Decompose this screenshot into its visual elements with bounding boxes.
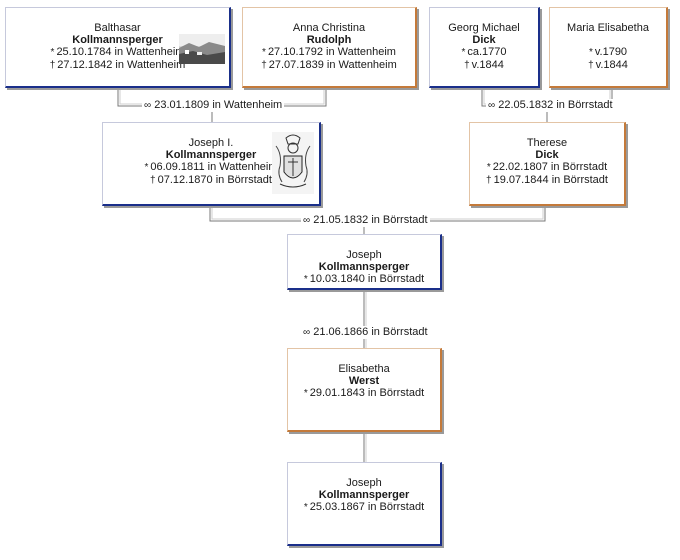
person-card-anna[interactable]: Anna Christina Rudolph *27.10.1792 in Wa… — [242, 7, 417, 88]
person-card-balthasar[interactable]: Balthasar Kollmannsperger *25.10.1784 in… — [5, 7, 231, 88]
given-name: Elisabetha — [338, 363, 390, 375]
birth-line: *29.01.1843 in Börrstadt — [288, 387, 440, 400]
marriage-rings-icon: ∞ — [303, 327, 310, 338]
death-symbol: † — [588, 60, 594, 71]
surname: Werst — [348, 375, 380, 387]
birth-line: *27.10.1792 in Wattenheim — [243, 46, 415, 59]
birth-symbol: * — [144, 162, 149, 173]
death-date: 19.07.1844 in Börrstadt — [493, 174, 608, 186]
marriage-label-georg-maria: ∞ 22.05.1832 in Börrstadt — [486, 99, 615, 112]
death-line: †v.1844 — [430, 59, 538, 72]
marriage-label-joseph-therese: ∞ 21.05.1832 in Börrstadt — [301, 214, 430, 227]
birth-date: 25.10.1784 in Wattenheim — [56, 46, 185, 58]
surname: Kollmannsperger — [72, 34, 163, 46]
marriage-date: 23.01.1809 in Wattenheim — [154, 99, 283, 111]
landscape-photo-icon — [179, 34, 225, 64]
birth-symbol: * — [588, 47, 593, 58]
death-symbol: † — [486, 175, 492, 186]
person-card-joseph-ii[interactable]: Joseph Kollmannsperger *10.03.1840 in Bö… — [287, 234, 442, 290]
surname: Kollmannsperger — [318, 489, 410, 501]
death-date: v.1844 — [471, 59, 504, 71]
death-line: †27.07.1839 in Wattenheim — [243, 59, 415, 72]
marriage-date: 21.06.1866 in Börrstadt — [313, 326, 428, 338]
person-card-elisabetha[interactable]: Elisabetha Werst *29.01.1843 in Börrstad… — [287, 348, 442, 432]
spacer-line — [550, 34, 666, 46]
birth-symbol: * — [303, 274, 308, 285]
birth-symbol: * — [486, 162, 491, 173]
birth-date: 27.10.1792 in Wattenheim — [267, 46, 396, 58]
person-card-georg[interactable]: Georg Michael Dick *ca.1770 †v.1844 — [429, 7, 540, 88]
marriage-label-balthasar-anna: ∞ 23.01.1809 in Wattenheim — [142, 99, 285, 112]
given-name: Balthasar — [94, 22, 141, 34]
given-name: Joseph — [346, 477, 382, 489]
person-card-joseph-iii[interactable]: Joseph Kollmannsperger *25.03.1867 in Bö… — [287, 462, 442, 546]
birth-date: 29.01.1843 in Börrstadt — [309, 387, 425, 399]
death-date: v.1844 — [595, 59, 628, 71]
person-card-therese[interactable]: Therese Dick *22.02.1807 in Börrstadt †1… — [469, 122, 626, 206]
death-line: †19.07.1844 in Börrstadt — [470, 174, 624, 187]
birth-line: *25.03.1867 in Börrstadt — [288, 501, 440, 514]
birth-date: ca.1770 — [467, 46, 507, 58]
person-card-maria[interactable]: Maria Elisabetha *v.1790 †v.1844 — [549, 7, 668, 88]
surname: Rudolph — [306, 34, 352, 46]
given-name: Anna Christina — [292, 22, 366, 34]
birth-line: *v.1790 — [550, 46, 666, 59]
death-date: 07.12.1870 in Börrstadt — [157, 174, 272, 186]
surname: Kollmannsperger — [165, 149, 257, 161]
marriage-rings-icon: ∞ — [144, 100, 151, 111]
surname: Kollmannsperger — [318, 261, 410, 273]
death-date: 27.07.1839 in Wattenheim — [268, 59, 397, 71]
death-symbol: † — [261, 60, 267, 71]
death-line: †v.1844 — [550, 59, 666, 72]
marriage-date: 21.05.1832 in Börrstadt — [313, 214, 428, 226]
death-symbol: † — [49, 60, 56, 71]
surname: Dick — [472, 34, 496, 46]
death-line: †27.12.1842 in Wattenheim — [6, 59, 229, 72]
surname: Dick — [535, 149, 559, 161]
death-line: †07.12.1870 in Börrstadt — [103, 174, 319, 187]
birth-symbol: * — [303, 502, 308, 513]
death-symbol: † — [150, 175, 156, 186]
birth-line: *10.03.1840 in Börrstadt — [288, 273, 440, 286]
person-card-joseph-i[interactable]: Joseph I. Kollmannsperger *06.09.1811 in… — [102, 122, 321, 206]
birth-date: 22.02.1807 in Börrstadt — [492, 161, 608, 173]
given-name: Joseph I. — [188, 137, 234, 149]
birth-line: *06.09.1811 in Wattenheim — [103, 161, 319, 174]
marriage-rings-icon: ∞ — [303, 215, 310, 226]
marriage-rings-icon: ∞ — [488, 100, 495, 111]
given-name: Maria Elisabetha — [567, 22, 649, 34]
death-date: 27.12.1842 in Wattenheim — [57, 59, 186, 71]
birth-symbol: * — [303, 388, 308, 399]
birth-line: *25.10.1784 in Wattenheim — [6, 46, 229, 59]
birth-symbol: * — [262, 47, 266, 58]
marriage-label-joseph-elisabetha: ∞ 21.06.1866 in Börrstadt — [301, 326, 430, 339]
coat-of-arms-icon — [272, 132, 314, 194]
birth-symbol: * — [461, 47, 466, 58]
birth-date: 25.03.1867 in Börrstadt — [309, 501, 425, 513]
given-name: Therese — [526, 137, 568, 149]
birth-symbol: * — [50, 47, 55, 58]
given-name: Georg Michael — [448, 22, 520, 34]
birth-date: 06.09.1811 in Wattenheim — [150, 161, 278, 173]
birth-date: v.1790 — [594, 46, 628, 58]
death-symbol: † — [464, 60, 470, 71]
birth-line: *22.02.1807 in Börrstadt — [470, 161, 624, 174]
marriage-date: 22.05.1832 in Börrstadt — [498, 99, 613, 111]
birth-line: *ca.1770 — [430, 46, 538, 59]
birth-date: 10.03.1840 in Börrstadt — [309, 273, 425, 285]
given-name: Joseph — [346, 249, 382, 261]
